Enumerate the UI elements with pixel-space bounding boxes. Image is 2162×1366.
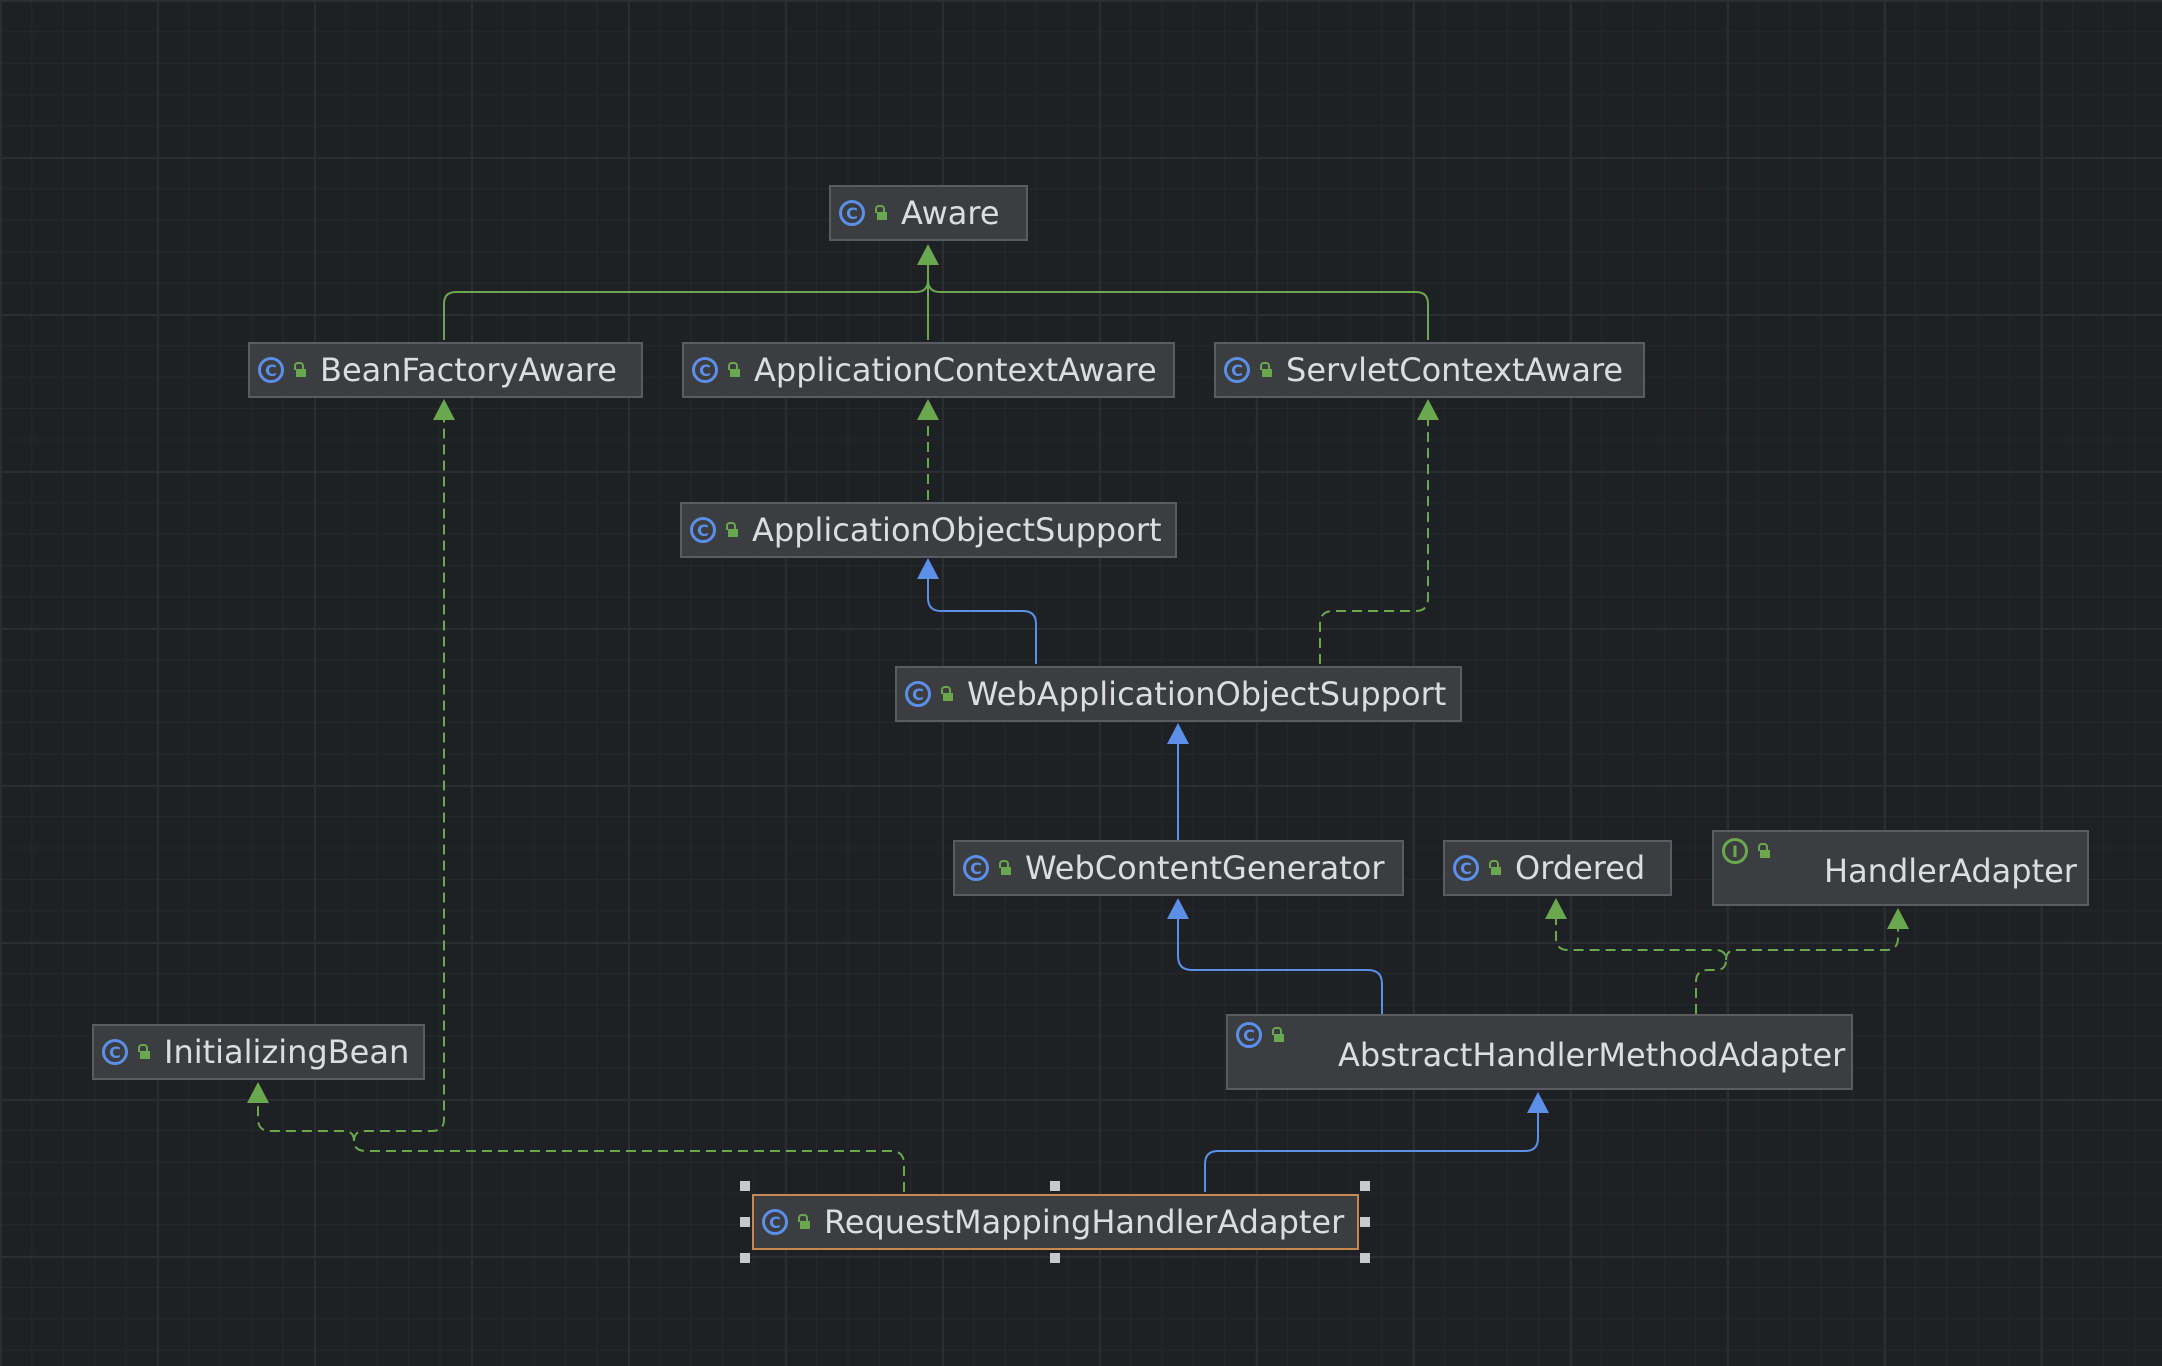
class-icon: C — [963, 855, 989, 881]
node-applicationcontextaware[interactable]: C ApplicationContextAware — [682, 342, 1175, 398]
lock-icon — [1258, 362, 1272, 378]
edge-rmha-to-ahma — [1204, 1108, 1539, 1192]
arrow-handleradapter — [1887, 908, 1909, 929]
lock-icon — [873, 205, 887, 221]
node-abstracthandlermethodadapter[interactable]: C AbstractHandlerMethodAdapter — [1226, 1014, 1853, 1090]
lock-icon — [939, 686, 953, 702]
class-icon: C — [762, 1209, 788, 1235]
lock-icon — [724, 522, 738, 538]
node-initializingbean[interactable]: C InitializingBean — [92, 1024, 425, 1080]
class-icon: C — [692, 357, 718, 383]
lock-icon — [1487, 860, 1501, 876]
class-icon: C — [102, 1039, 128, 1065]
edge-ahma-to-wcg — [1177, 915, 1383, 1014]
lock-icon — [136, 1044, 150, 1060]
arrow-aware — [917, 244, 939, 265]
node-beanfactoryaware[interactable]: C BeanFactoryAware — [248, 342, 643, 398]
lock-icon — [292, 362, 306, 378]
lock-icon — [796, 1214, 810, 1230]
resize-handle-top-left[interactable] — [740, 1181, 750, 1191]
class-icon: C — [1236, 1022, 1262, 1048]
resize-handle-bottom-middle[interactable] — [1050, 1253, 1060, 1263]
edge-servletcontextaware-to-aware — [927, 279, 1429, 340]
lock-icon — [726, 362, 740, 378]
node-aware[interactable]: C Aware — [829, 185, 1028, 241]
node-requestmappinghandleradapter[interactable]: C RequestMappingHandlerAdapter — [752, 1194, 1359, 1250]
resize-handle-top-middle[interactable] — [1050, 1181, 1060, 1191]
edge-ahma-to-ordered — [1555, 915, 1728, 1014]
class-icon: C — [258, 357, 284, 383]
edge-waos-to-sca — [1319, 415, 1429, 664]
lock-icon — [1270, 1027, 1284, 1043]
node-ordered[interactable]: C Ordered — [1443, 840, 1672, 896]
arrow-waos — [1167, 723, 1189, 744]
edge-ahma-to-handleradapter — [1725, 925, 1899, 961]
node-applicationobjectsupport[interactable]: C ApplicationObjectSupport — [680, 502, 1177, 558]
edge-waos-to-aos — [927, 576, 1037, 664]
node-servletcontextaware[interactable]: C ServletContextAware — [1214, 342, 1645, 398]
resize-handle-bottom-right[interactable] — [1360, 1253, 1370, 1263]
lock-icon — [1756, 843, 1770, 859]
arrow-aos — [917, 558, 939, 579]
node-webapplicationobjectsupport[interactable]: C WebApplicationObjectSupport — [895, 666, 1462, 722]
class-icon: C — [1453, 855, 1479, 881]
node-webcontentgenerator[interactable]: C WebContentGenerator — [953, 840, 1404, 896]
resize-handle-middle-right[interactable] — [1360, 1217, 1370, 1227]
arrow-sca — [1417, 399, 1439, 420]
arrow-ordered — [1545, 898, 1567, 919]
arrow-wcg — [1167, 898, 1189, 919]
class-icon: C — [690, 517, 716, 543]
class-icon: C — [905, 681, 931, 707]
resize-handle-bottom-left[interactable] — [740, 1253, 750, 1263]
arrow-ahma — [1527, 1092, 1549, 1113]
lock-icon — [997, 860, 1011, 876]
edge-beanfactoryaware-to-aware — [443, 248, 929, 340]
interface-icon: I — [1722, 838, 1748, 864]
edge-rmha-to-beanfactoryaware — [353, 415, 445, 1142]
edge-rmha-to-initializingbean — [257, 1099, 905, 1192]
class-icon: C — [839, 200, 865, 226]
arrow-aca — [917, 399, 939, 420]
node-handleradapter[interactable]: I HandlerAdapter — [1712, 830, 2089, 906]
arrow-initializingbean — [247, 1082, 269, 1103]
class-icon: C — [1224, 357, 1250, 383]
resize-handle-top-right[interactable] — [1360, 1181, 1370, 1191]
resize-handle-middle-left[interactable] — [740, 1217, 750, 1227]
arrow-beanfactoryaware — [433, 399, 455, 420]
